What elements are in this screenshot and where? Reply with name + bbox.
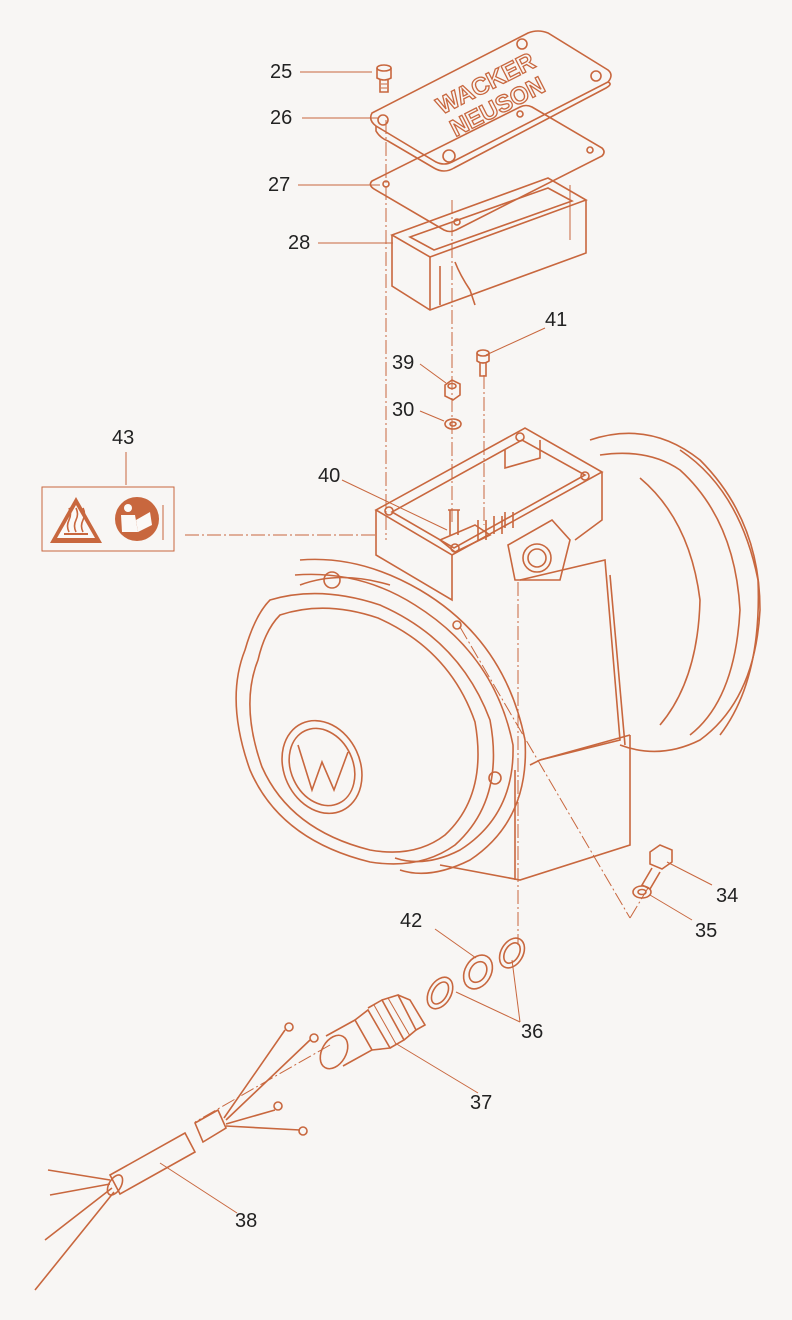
leader-lines	[125, 71, 713, 1214]
hex-screw	[640, 844, 673, 891]
callout-36: 36	[521, 1021, 544, 1043]
callout-42: 42	[400, 910, 423, 932]
vibrator-motor-housing	[235, 427, 761, 881]
callout-38: 38	[235, 1210, 258, 1232]
callout-28: 28	[288, 232, 311, 254]
cover-screw	[376, 64, 392, 93]
terminal-screw	[476, 349, 490, 377]
callout-35: 35	[695, 920, 718, 942]
warning-decal	[41, 486, 175, 552]
callout-30: 30	[392, 399, 415, 421]
callout-39: 39	[392, 352, 415, 374]
callout-40: 40	[318, 465, 341, 487]
washer	[444, 418, 462, 430]
lock-washer	[632, 885, 652, 899]
hex-nut	[444, 379, 461, 401]
callout-27: 27	[268, 174, 291, 196]
callout-37: 37	[470, 1092, 493, 1114]
o-ring-upper	[498, 937, 526, 969]
o-ring-lower	[426, 976, 454, 1010]
callout-41: 41	[545, 309, 568, 331]
assembly-centre-lines	[185, 120, 649, 1123]
callout-25: 25	[270, 61, 293, 83]
wacker-neuson-logo-icon	[297, 744, 349, 793]
callout-43: 43	[112, 427, 135, 449]
callout-34: 34	[716, 885, 739, 907]
reducer-bushing	[462, 954, 494, 990]
hot-surface-warning-icon	[50, 497, 102, 543]
cable-gland	[319, 994, 427, 1070]
read-manual-icon	[115, 497, 159, 541]
cover-plate: WACKER NEUSON	[369, 30, 612, 172]
power-cable	[34, 1022, 319, 1291]
callout-26: 26	[270, 107, 293, 129]
terminal-box-frame	[390, 177, 588, 311]
